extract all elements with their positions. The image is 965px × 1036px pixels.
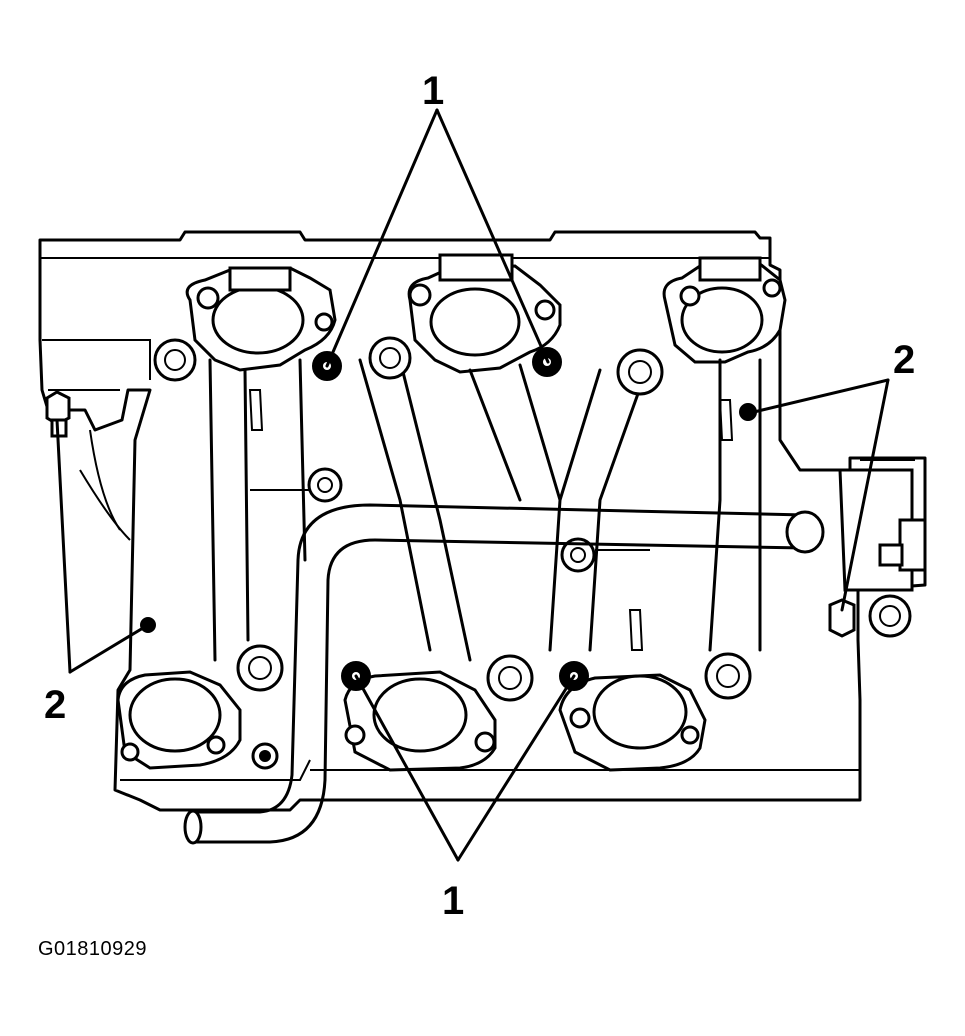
bolt-2-left-end bbox=[45, 390, 71, 438]
figure-id: G01810929 bbox=[38, 938, 148, 960]
runners bbox=[208, 358, 762, 662]
bottom-port-flange-3 bbox=[558, 673, 707, 772]
coolant-tube bbox=[183, 503, 825, 845]
callout-1-bottom: 1 bbox=[442, 879, 464, 923]
top-port-flange-2 bbox=[407, 253, 562, 374]
bottom-port-flange-1 bbox=[116, 670, 242, 770]
bosses bbox=[153, 336, 912, 702]
bottom-port-flange-2 bbox=[343, 670, 497, 772]
callout-1-top: 1 bbox=[422, 69, 444, 113]
bolt-lower-small bbox=[251, 742, 279, 770]
callout-2-left: 2 bbox=[44, 683, 66, 727]
bolt-2-right-lower bbox=[828, 598, 856, 638]
leader-lines bbox=[55, 108, 890, 862]
callout-2-right: 2 bbox=[893, 338, 915, 382]
top-port-flange-1 bbox=[185, 266, 337, 372]
bolts-label-1 bbox=[312, 347, 589, 691]
top-port-flange-3 bbox=[662, 256, 787, 364]
throttle-body bbox=[838, 459, 927, 592]
